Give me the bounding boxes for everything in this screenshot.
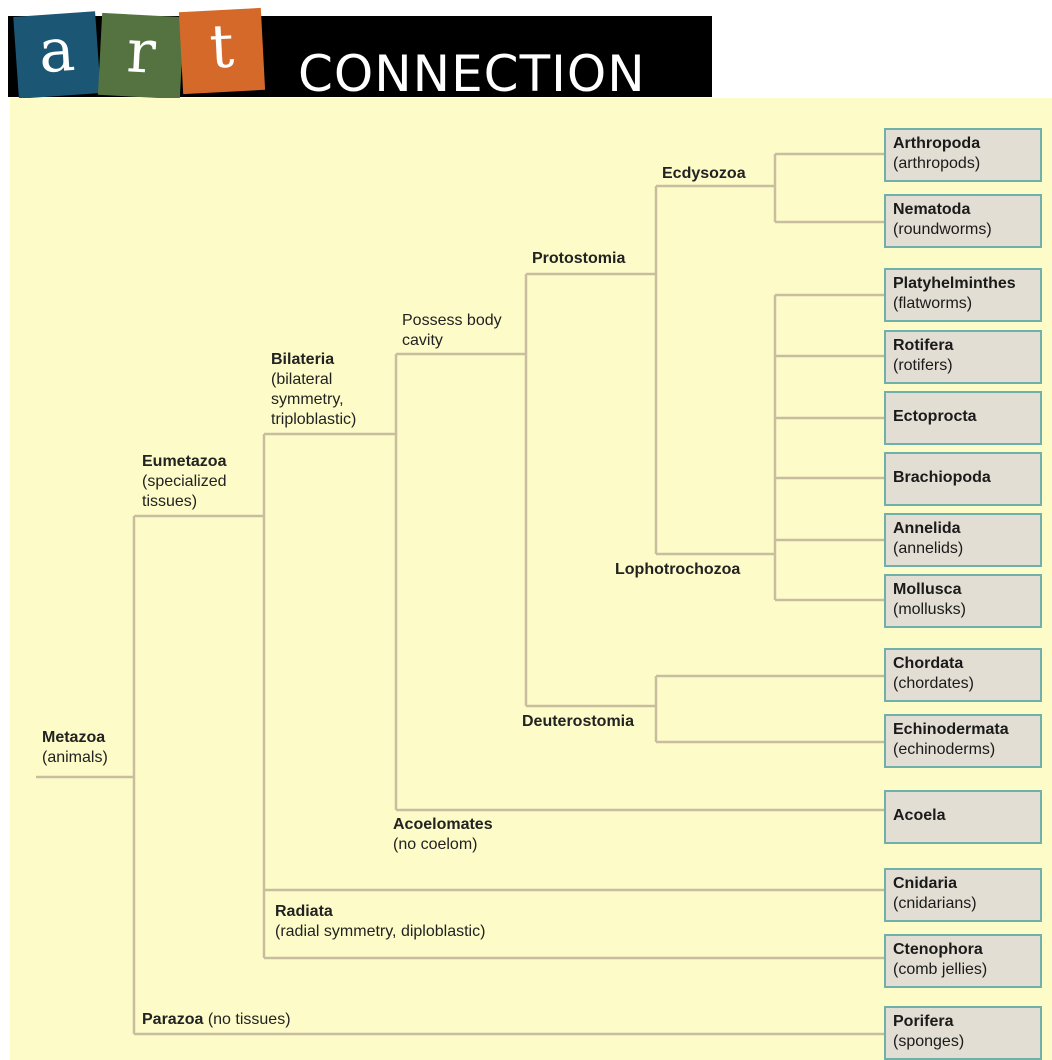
leaf-common-name: (mollusks) — [893, 601, 966, 618]
leaf-name: Arthropoda — [893, 135, 981, 152]
leaf-name: Platyhelminthes — [893, 275, 1016, 292]
node-bilateria-detail-2: symmetry, — [271, 391, 344, 408]
leaf-common-name: (sponges) — [893, 1033, 965, 1050]
leaf-acoela: Acoela — [884, 790, 1042, 844]
leaf-name: Ectoprocta — [893, 408, 977, 425]
node-body-cavity-line-2: cavity — [402, 332, 443, 349]
leaf-common-name: (echinoderms) — [893, 741, 996, 758]
node-metazoa-name: Metazoa — [42, 729, 106, 746]
leaf-name: Porifera — [893, 1013, 954, 1030]
leaf-common-name: (arthropods) — [893, 155, 981, 172]
art-connection-logo: CONNECTION a r t — [0, 0, 1052, 103]
leaf-platyhelminthes: Platyhelminthes (flatworms) — [884, 268, 1042, 322]
node-bilateria: Bilateria (bilateral symmetry, triplobla… — [271, 350, 356, 430]
leaf-cnidaria: Cnidaria (cnidarians) — [884, 868, 1042, 922]
node-lophotrochozoa-name: Lophotrochozoa — [615, 561, 741, 578]
node-eumetazoa-detail-2: tissues) — [142, 493, 198, 510]
leaf-ctenophora: Ctenophora (comb jellies) — [884, 934, 1042, 988]
node-lophotrochozoa: Lophotrochozoa — [615, 560, 740, 580]
leaf-common-name: (chordates) — [893, 675, 974, 692]
leaf-name: Echinodermata — [893, 721, 1009, 738]
leaf-porifera: Porifera (sponges) — [884, 1006, 1042, 1060]
node-ecdysozoa: Ecdysozoa — [662, 164, 746, 184]
leaf-common-name: (comb jellies) — [893, 961, 988, 978]
leaf-nematoda: Nematoda (roundworms) — [884, 194, 1042, 248]
leaf-arthropoda: Arthropoda (arthropods) — [884, 128, 1042, 182]
node-parazoa-name: Parazoa — [142, 1011, 204, 1028]
node-bilateria-detail-3: triploblastic) — [271, 411, 357, 428]
node-body-cavity-line-1: Possess body — [402, 312, 502, 329]
leaf-chordata: Chordata (chordates) — [884, 648, 1042, 702]
leaf-name: Nematoda — [893, 201, 971, 218]
leaf-name: Brachiopoda — [893, 469, 991, 486]
leaf-name: Annelida — [893, 520, 961, 537]
node-radiata-detail: (radial symmetry, diploblastic) — [275, 923, 486, 940]
node-eumetazoa: Eumetazoa (specialized tissues) — [142, 452, 226, 512]
node-acoelomates-detail: (no coelom) — [393, 836, 478, 853]
leaf-rotifera: Rotifera (rotifers) — [884, 330, 1042, 384]
node-protostomia: Protostomia — [532, 249, 625, 269]
node-metazoa-detail: (animals) — [42, 749, 108, 766]
leaf-common-name: (roundworms) — [893, 221, 992, 238]
node-bilateria-detail-1: (bilateral — [271, 371, 333, 388]
leaf-common-name: (flatworms) — [893, 295, 973, 312]
leaf-echinodermata: Echinodermata (echinoderms) — [884, 714, 1042, 768]
leaf-name: Chordata — [893, 655, 964, 672]
node-eumetazoa-detail-1: (specialized — [142, 473, 227, 490]
node-radiata-name: Radiata — [275, 903, 333, 920]
node-parazoa-detail: (no tissues) — [207, 1011, 291, 1028]
leaf-name: Cnidaria — [893, 875, 958, 892]
leaf-name: Acoela — [893, 807, 946, 824]
leaf-name: Ctenophora — [893, 941, 983, 958]
node-deuterostomia: Deuterostomia — [522, 712, 634, 732]
node-radiata: Radiata (radial symmetry, diploblastic) — [275, 902, 485, 942]
node-body-cavity: Possess body cavity — [402, 311, 502, 351]
node-bilateria-name: Bilateria — [271, 351, 335, 368]
phylogenetic-tree-panel — [10, 98, 1052, 1060]
node-parazoa: Parazoa (no tissues) — [142, 1010, 291, 1030]
logo-word: CONNECTION — [298, 45, 646, 103]
leaf-name: Rotifera — [893, 337, 954, 354]
node-acoelomates-name: Acoelomates — [393, 816, 493, 833]
leaf-common-name: (annelids) — [893, 540, 964, 557]
leaf-name: Mollusca — [893, 581, 962, 598]
leaf-common-name: (cnidarians) — [893, 895, 977, 912]
node-acoelomates: Acoelomates (no coelom) — [393, 815, 493, 855]
node-deuterostomia-name: Deuterostomia — [522, 713, 635, 730]
node-protostomia-name: Protostomia — [532, 250, 626, 267]
node-eumetazoa-name: Eumetazoa — [142, 453, 227, 470]
node-ecdysozoa-name: Ecdysozoa — [662, 165, 746, 182]
leaf-annelida: Annelida (annelids) — [884, 513, 1042, 567]
leaf-brachiopoda: Brachiopoda — [884, 452, 1042, 506]
leaf-mollusca: Mollusca (mollusks) — [884, 574, 1042, 628]
leaf-common-name: (rotifers) — [893, 357, 953, 374]
leaf-ectoprocta: Ectoprocta — [884, 391, 1042, 445]
node-metazoa: Metazoa (animals) — [42, 728, 108, 768]
